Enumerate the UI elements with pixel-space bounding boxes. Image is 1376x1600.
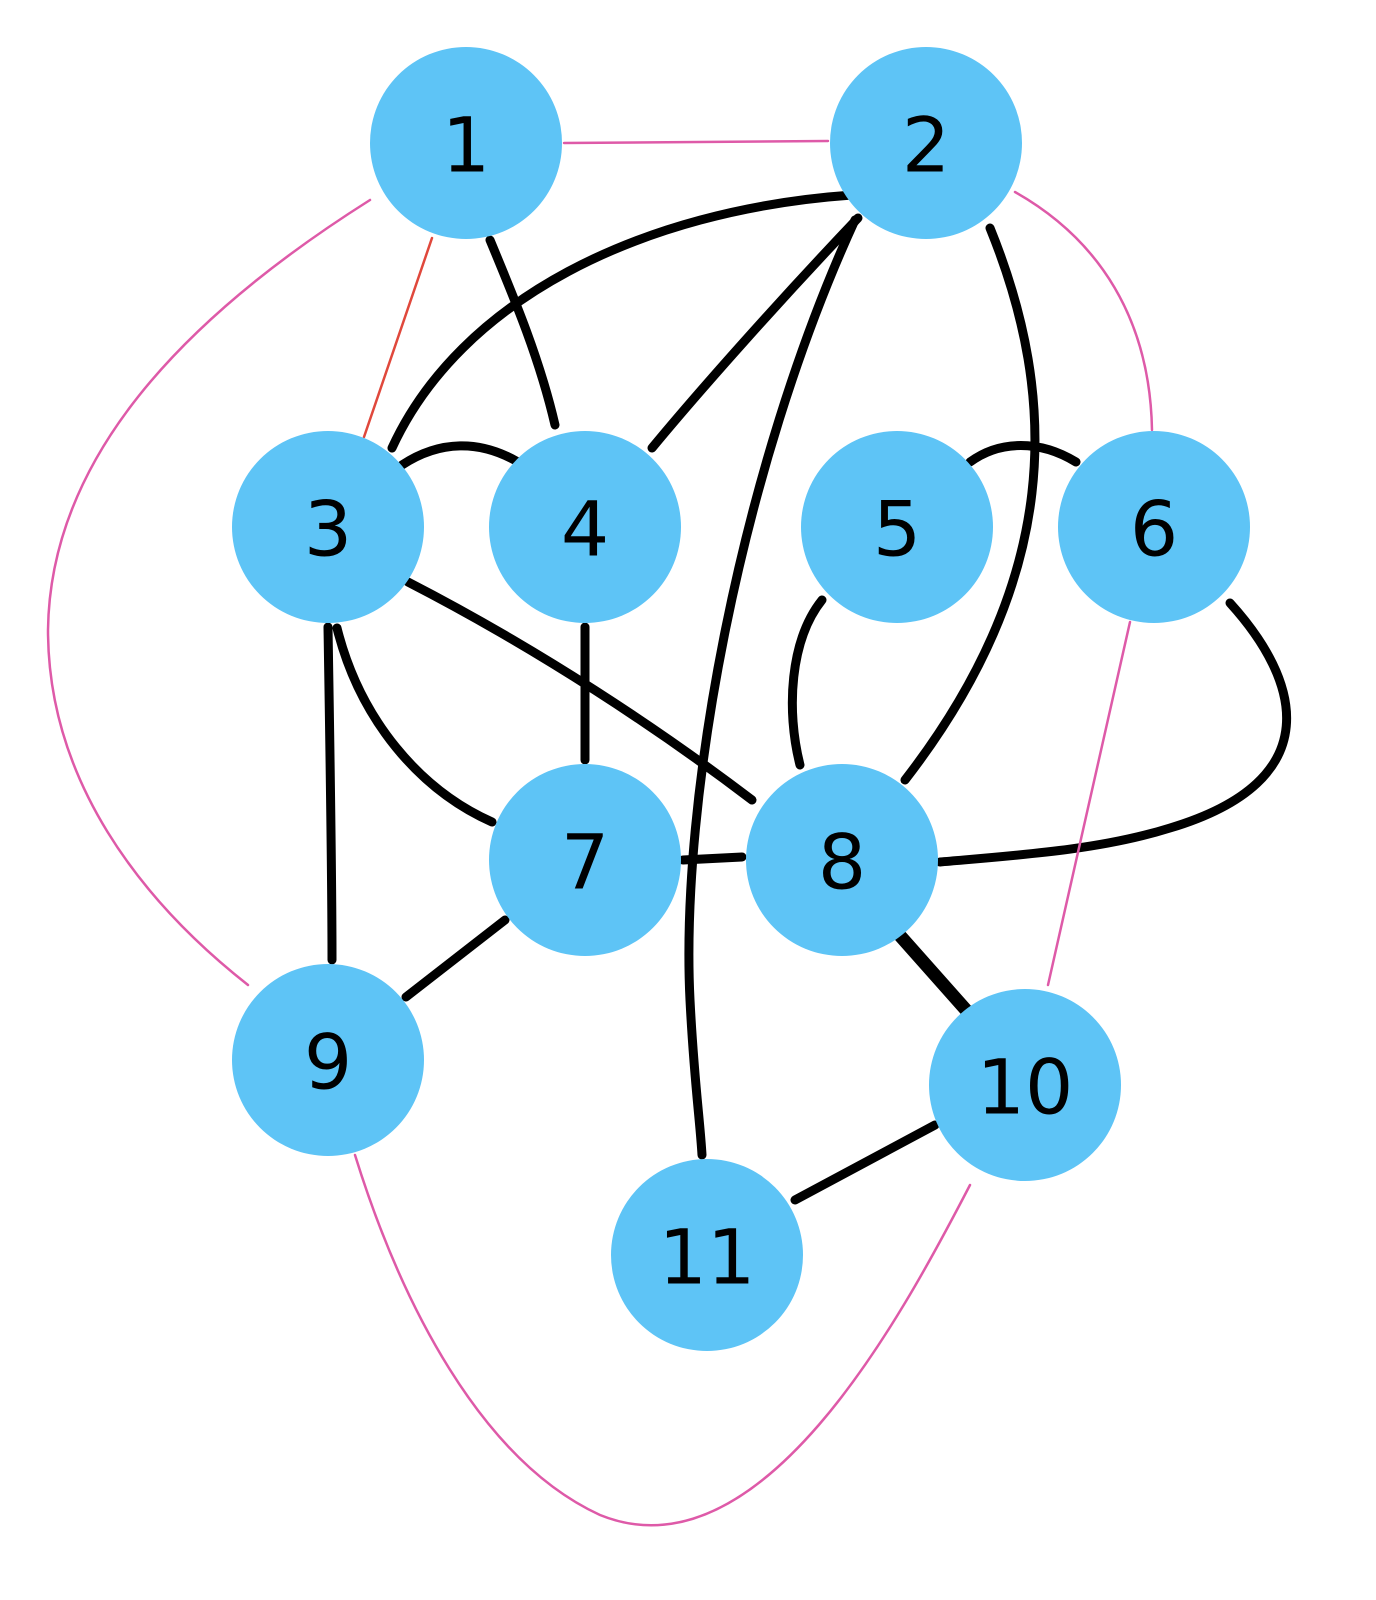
- node-9: 9: [232, 964, 424, 1156]
- edge-6-10: [1046, 620, 1132, 987]
- node-circle-3: [232, 431, 424, 623]
- edge-3-4: [397, 441, 523, 470]
- edge-1-2: [562, 139, 830, 145]
- node-1: 1: [370, 47, 562, 239]
- edge-1-3: [362, 236, 434, 439]
- node-circle-2: [830, 47, 1022, 239]
- node-circle-8: [746, 764, 938, 956]
- node-3: 3: [232, 431, 424, 623]
- edge-7-9: [401, 915, 510, 1002]
- edge-3-9: [323, 622, 337, 965]
- node-label-8: 8: [818, 818, 866, 907]
- edge-2-6: [1013, 190, 1154, 432]
- nodes-layer: 1 2 3 4 5 6 7 8 9 10 11: [232, 47, 1250, 1351]
- node-circle-5: [801, 431, 993, 623]
- edge-10-11: [790, 1120, 940, 1205]
- edge-7-8: [678, 852, 747, 865]
- edge-1-9: [46, 198, 372, 987]
- edge-6-8: [935, 598, 1292, 867]
- node-6: 6: [1058, 431, 1250, 623]
- node-circle-9: [232, 964, 424, 1156]
- node-circle-7: [489, 764, 681, 956]
- edges-layer: [46, 139, 1292, 1527]
- node-label-1: 1: [442, 101, 490, 190]
- node-label-9: 9: [304, 1018, 352, 1107]
- node-circle-4: [489, 431, 681, 623]
- node-label-4: 4: [561, 485, 609, 574]
- node-4: 4: [489, 431, 681, 623]
- edge-5-8: [787, 595, 827, 770]
- node-label-3: 3: [304, 485, 352, 574]
- node-label-6: 6: [1130, 485, 1178, 574]
- node-label-10: 10: [977, 1043, 1074, 1132]
- node-10: 10: [929, 989, 1121, 1181]
- edge-2-3: [387, 190, 857, 453]
- node-circle-6: [1058, 431, 1250, 623]
- node-8: 8: [746, 764, 938, 956]
- node-5: 5: [801, 431, 993, 623]
- edge-2-8: [900, 223, 1040, 785]
- node-label-11: 11: [659, 1213, 756, 1302]
- node-circle-11: [611, 1159, 803, 1351]
- node-7: 7: [489, 764, 681, 956]
- node-2: 2: [830, 47, 1022, 239]
- node-label-2: 2: [902, 101, 950, 190]
- node-11: 11: [611, 1159, 803, 1351]
- edge-8-10: [888, 923, 973, 1017]
- edge-2-4: [647, 213, 863, 453]
- edge-1-4: [485, 235, 560, 430]
- node-label-5: 5: [873, 485, 921, 574]
- node-label-7: 7: [561, 818, 609, 907]
- edge-5-6: [965, 441, 1081, 467]
- edge-2-11: [684, 215, 860, 1160]
- edge-3-7: [332, 623, 497, 827]
- edge-9-10: [353, 1153, 972, 1527]
- node-circle-10: [929, 989, 1121, 1181]
- node-circle-1: [370, 47, 562, 239]
- edge-3-8: [403, 577, 757, 805]
